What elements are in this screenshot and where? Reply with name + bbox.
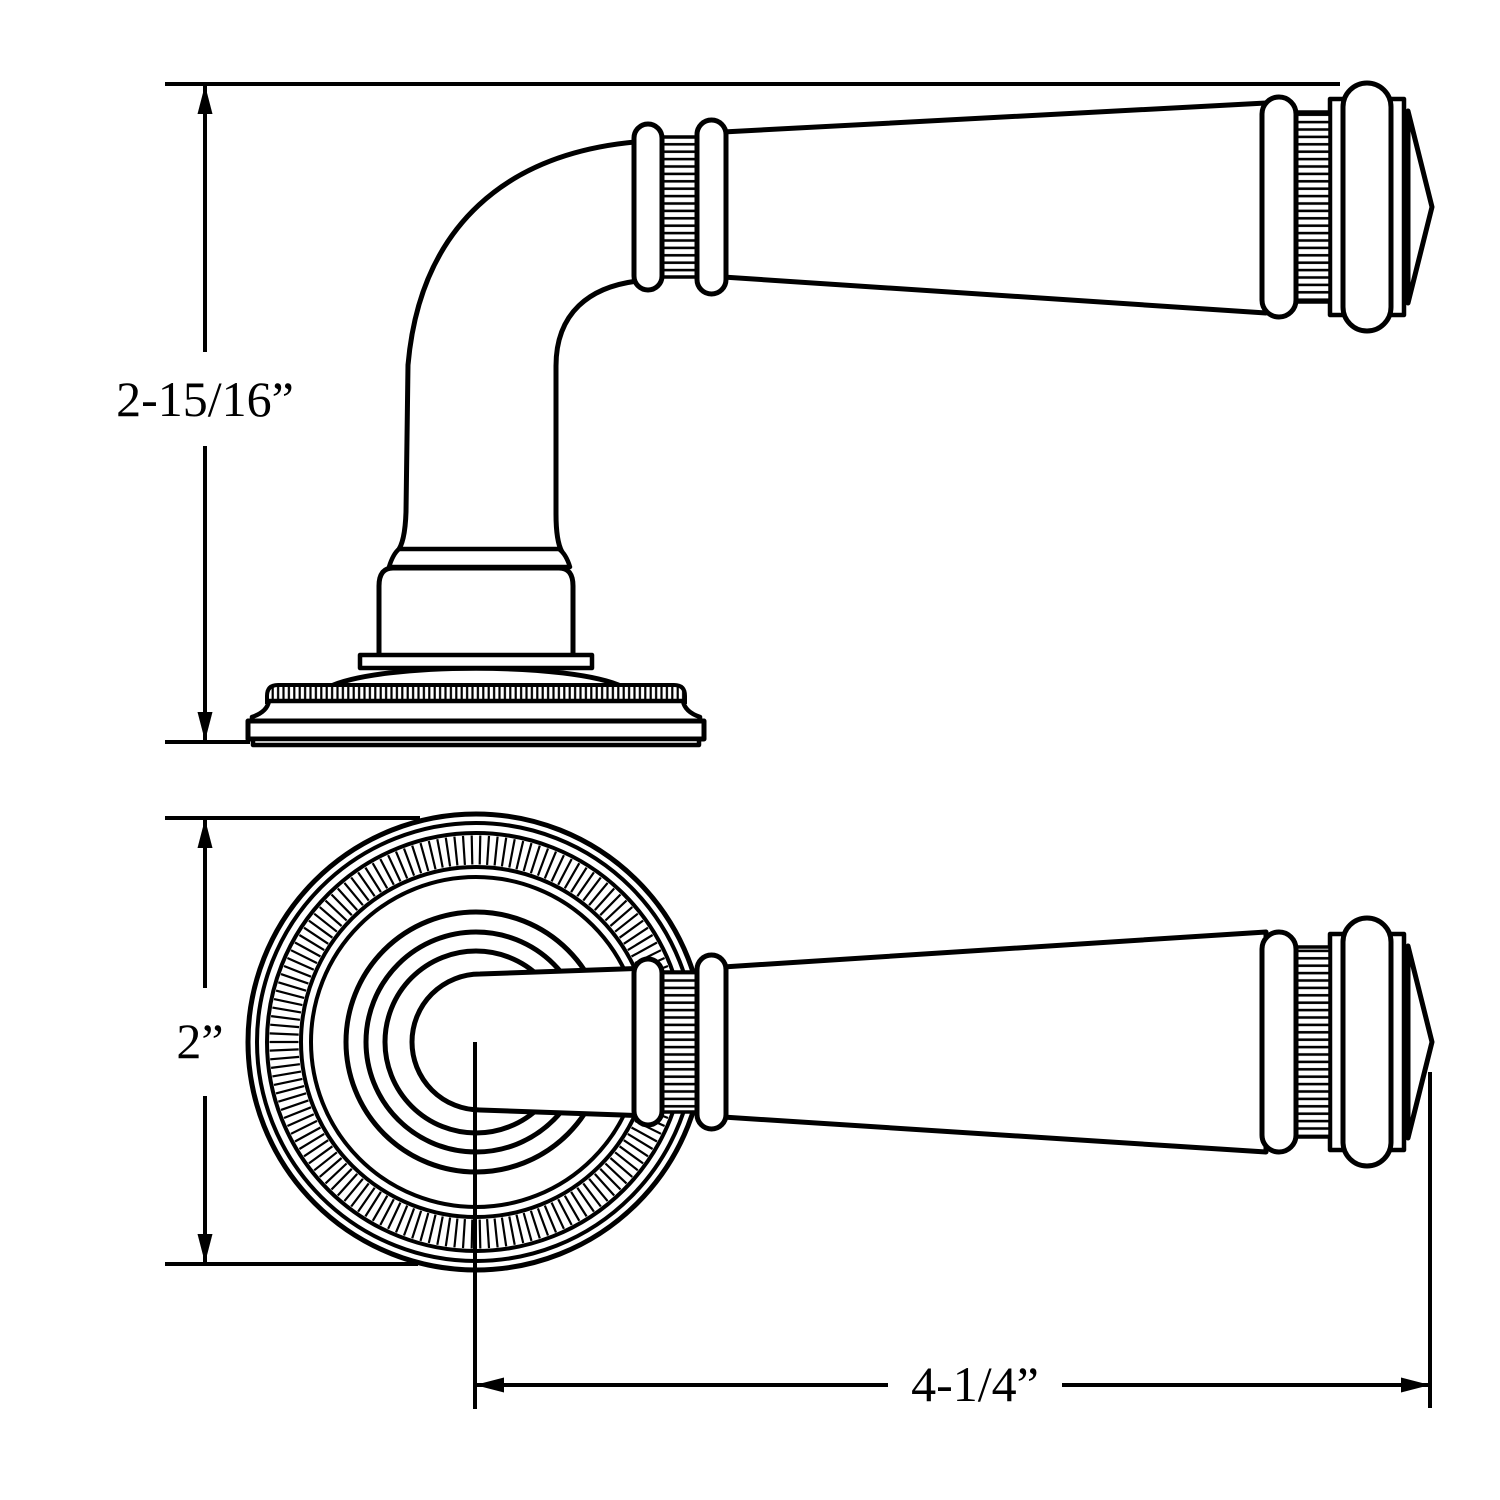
collar-bead-left-side (631, 121, 665, 293)
side-view (165, 80, 1435, 748)
finial-dome-plan (1340, 915, 1394, 1169)
ferrule-knurl-plan (1294, 945, 1332, 1139)
dimension-overall-length: 4-1/4” (475, 1356, 1430, 1412)
collar-knurl-plan (660, 970, 699, 1114)
collar-bead-right-plan (694, 952, 729, 1132)
ferrule-bead-side (1259, 94, 1299, 320)
rose-step-plate (357, 652, 595, 671)
arrowhead-right (1401, 1377, 1430, 1393)
arrowhead-down (197, 1234, 213, 1263)
dimension-side-height: 2-15/16” (116, 84, 294, 742)
plan-view (165, 811, 1435, 1409)
rose-knurl-band-side (265, 683, 687, 704)
arrowhead-left (475, 1377, 504, 1393)
collar-bead-left-plan (631, 956, 665, 1128)
side-height-label: 2-15/16” (116, 371, 294, 427)
ferrule-knurl-side (1294, 110, 1332, 304)
arrowhead-up (197, 85, 213, 114)
lever-body-plan (409, 965, 653, 1119)
collar-knurl-side (660, 135, 699, 279)
rose-neck-cylinder (376, 565, 576, 661)
arrowhead-up (197, 819, 213, 848)
ferrule-bead-plan (1259, 929, 1299, 1155)
rose-base-lip (250, 736, 702, 748)
lever-grip-plan (720, 929, 1269, 1155)
lever-neck-elbow (394, 138, 651, 555)
overall-length-label: 4-1/4” (911, 1356, 1039, 1412)
finial-dome-side (1340, 80, 1394, 334)
collar-bead-right-side (694, 117, 729, 297)
arrowhead-down (197, 712, 213, 741)
lever-grip-side (720, 100, 1269, 316)
rose-diameter-label: 2” (176, 1013, 223, 1069)
finial-cone-side (1405, 108, 1435, 306)
dimension-rose-diameter: 2” (176, 818, 224, 1264)
rose-base-plate (245, 718, 707, 742)
rose-skirt (249, 698, 703, 724)
finial-cone-plan (1405, 943, 1435, 1141)
rose-neck-cuff (386, 546, 573, 570)
